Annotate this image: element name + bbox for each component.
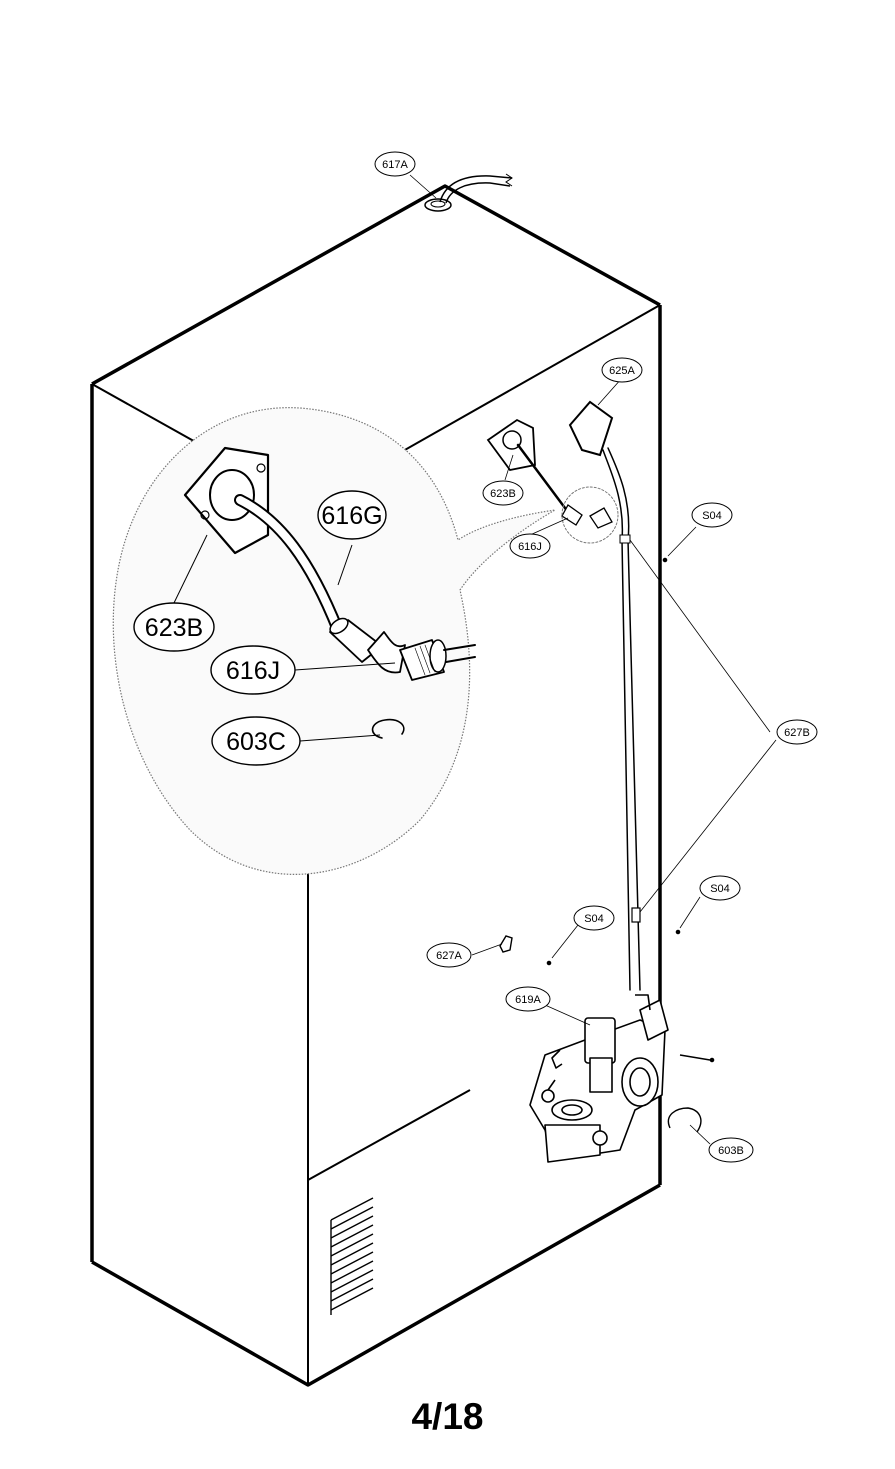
zoom-leader-lines <box>172 534 396 742</box>
clip-603B <box>667 1107 702 1133</box>
top-water-inlet <box>424 173 513 212</box>
callout-616J-small: 616J <box>509 533 551 559</box>
callout-603B-text: 603B <box>718 1145 744 1157</box>
callout-625A: 625A <box>601 357 643 383</box>
callout-603B: 603B <box>708 1137 754 1163</box>
rear-fill-tube-assembly <box>486 400 641 991</box>
callout-627A-text: 627A <box>436 950 462 962</box>
callout-616J-large-text: 616J <box>226 657 280 685</box>
callout-616J-large: 616J <box>210 645 296 695</box>
callout-623B-large: 623B <box>133 602 215 652</box>
lower-compartment-line <box>307 1089 471 1181</box>
callout-625A-text: 625A <box>609 365 635 377</box>
callout-623B-small: 623B <box>482 480 524 506</box>
callout-leader-lines <box>409 174 777 1145</box>
callout-616G: 616G <box>317 490 387 540</box>
callout-S04-mid-text: S04 <box>584 913 604 925</box>
small-parts <box>499 557 715 1133</box>
callout-S04-top-text: S04 <box>702 510 722 522</box>
clamp-627A <box>499 935 513 953</box>
callout-627A: 627A <box>426 942 472 968</box>
callout-S04-top: S04 <box>691 502 733 528</box>
cabinet-bottom-edge <box>91 1183 661 1387</box>
page-number: 4/18 <box>411 1396 484 1437</box>
callout-617A-text: 617A <box>382 159 408 171</box>
callout-S04-right-text: S04 <box>710 883 730 895</box>
callout-623B-large-text: 623B <box>145 614 203 642</box>
water-valve-619A <box>529 994 669 1163</box>
callout-619A-text: 619A <box>515 994 541 1006</box>
callout-627B: 627B <box>776 719 818 745</box>
callout-627B-text: 627B <box>784 727 810 739</box>
vent-grille <box>330 1197 374 1315</box>
callout-S04-mid: S04 <box>573 905 615 931</box>
cabinet-top-left-edge <box>91 184 661 386</box>
callout-S04-right: S04 <box>699 875 741 901</box>
retaining-clip <box>371 718 405 739</box>
callout-617A: 617A <box>374 151 416 177</box>
callout-616J-small-text: 616J <box>518 541 542 553</box>
callout-603C: 603C <box>211 716 301 766</box>
callout-619A: 619A <box>505 986 551 1012</box>
callout-603C-text: 603C <box>226 728 286 756</box>
cap-625A <box>568 400 614 457</box>
callout-616G-text: 616G <box>321 502 382 530</box>
zoomed-fill-tube-assembly <box>183 446 476 739</box>
callout-623B-small-text: 623B <box>490 488 516 500</box>
